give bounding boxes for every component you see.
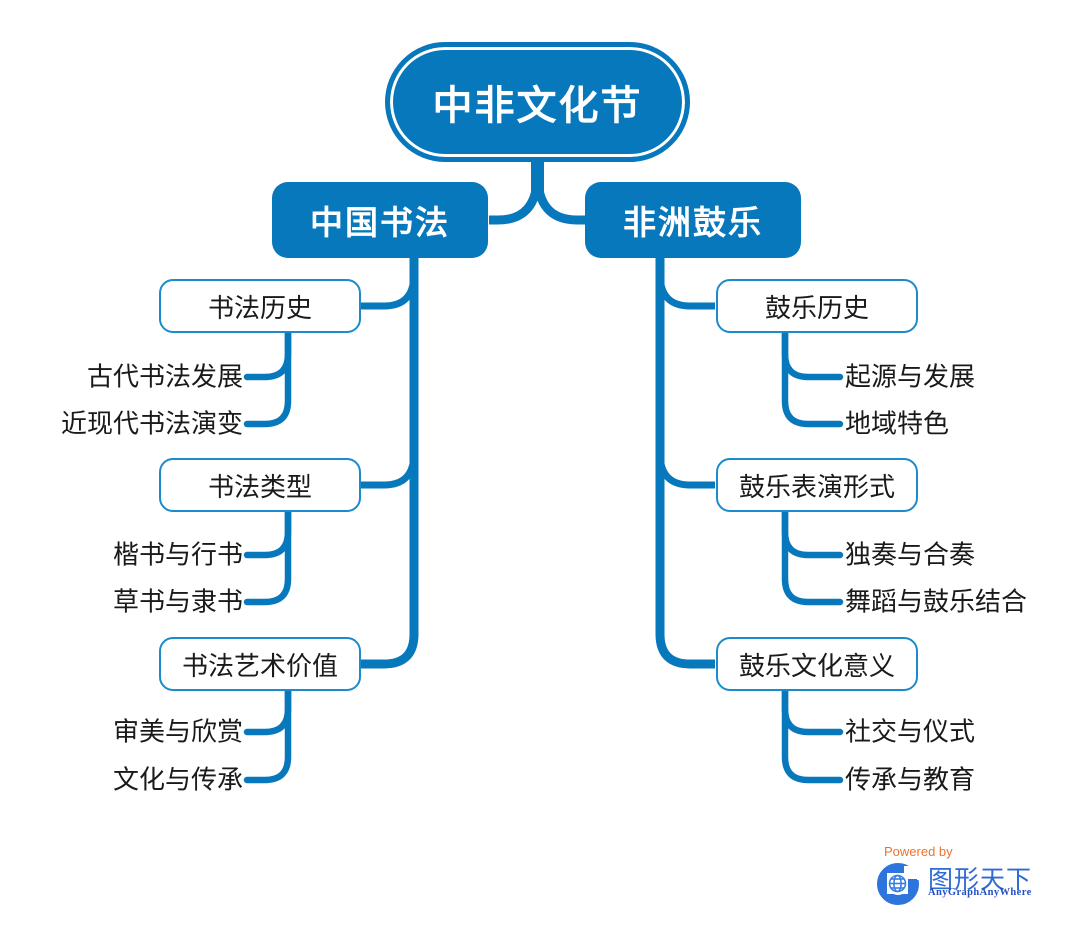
connector-right-leaf-1b (781, 327, 844, 428)
brand-logo-icon[interactable] (874, 858, 924, 908)
connector-left-leaf-3a (243, 685, 292, 736)
leaf-inheritance-and-education: 传承与教育 (845, 764, 976, 795)
connector-left-arm-row2 (361, 452, 418, 489)
leaf-aesthetics-and-appreciation: 审美与欣赏 (112, 716, 243, 747)
topic-label: 书法历史 (207, 292, 312, 323)
connector-left-leaf-2a (243, 506, 292, 559)
leaf-social-and-ceremonial: 社交与仪式 (845, 716, 976, 747)
connector-left-leaf-1b (243, 327, 292, 428)
topic-node-drum-performance-forms: 鼓乐表演形式 (716, 458, 918, 512)
leaf-ancient-calligraphy-development: 古代书法发展 (86, 361, 243, 392)
brand-name-chinese[interactable]: 图形天下 (928, 866, 1033, 894)
topic-label: 书法类型 (207, 471, 312, 502)
branch-node-chinese-calligraphy: 中国书法 (272, 182, 488, 258)
connector-root-to-right-branch (533, 173, 586, 225)
leaf-origin-and-development: 起源与发展 (845, 361, 976, 392)
leaf-cursive-and-clerical-script: 草书与隶书 (112, 586, 243, 617)
brand-name-english[interactable]: AnyGraphAnyWhere (928, 887, 1032, 898)
connector-right-leaf-1a (781, 327, 844, 381)
connector-right-leaf-2b (781, 506, 844, 606)
connector-left-arm-row1 (361, 273, 418, 310)
topic-node-calligraphy-types: 书法类型 (159, 458, 361, 512)
connector-left-leaf-1a (243, 327, 292, 381)
topic-node-drum-history: 鼓乐历史 (716, 279, 918, 333)
topic-node-calligraphy-history: 书法历史 (159, 279, 361, 333)
connector-right-leaf-3a (781, 685, 844, 736)
globe-icon (888, 874, 907, 893)
leaf-regional-characteristics: 地域特色 (845, 408, 950, 439)
topic-node-drum-cultural-significance: 鼓乐文化意义 (716, 637, 918, 691)
branch-label: 非洲鼓乐 (623, 204, 763, 241)
leaf-regular-and-running-script: 楷书与行书 (112, 539, 243, 570)
leaf-solo-and-ensemble: 独奏与合奏 (845, 539, 976, 570)
connector-right-arm-row2 (656, 452, 715, 489)
topic-label: 鼓乐表演形式 (738, 471, 895, 502)
topic-label: 鼓乐文化意义 (738, 650, 895, 681)
topic-node-calligraphy-artistic-value: 书法艺术价值 (159, 637, 361, 691)
connector-root-to-left-branch (489, 173, 542, 225)
leaf-culture-and-inheritance: 文化与传承 (112, 764, 243, 795)
connector-left-trunk (361, 256, 419, 669)
connector-right-trunk (655, 256, 715, 669)
leaf-dance-and-drum-combination: 舞蹈与鼓乐结合 (845, 586, 1028, 617)
root-node-label: 中非文化节 (432, 84, 643, 128)
connector-right-arm-row1 (656, 273, 715, 310)
powered-by-label: Powered by (884, 844, 953, 859)
branch-node-african-drumming: 非洲鼓乐 (585, 182, 801, 258)
topic-label: 书法艺术价值 (181, 650, 338, 681)
topic-label: 鼓乐历史 (764, 292, 869, 323)
leaf-modern-calligraphy-evolution: 近现代书法演变 (60, 408, 243, 439)
connector-left-leaf-2b (243, 506, 292, 606)
root-node: 中非文化节 (385, 42, 690, 162)
branch-label: 中国书法 (310, 204, 450, 241)
connector-left-leaf-3b (243, 685, 292, 784)
connector-right-leaf-3b (781, 685, 844, 784)
connector-right-leaf-2a (781, 506, 844, 559)
